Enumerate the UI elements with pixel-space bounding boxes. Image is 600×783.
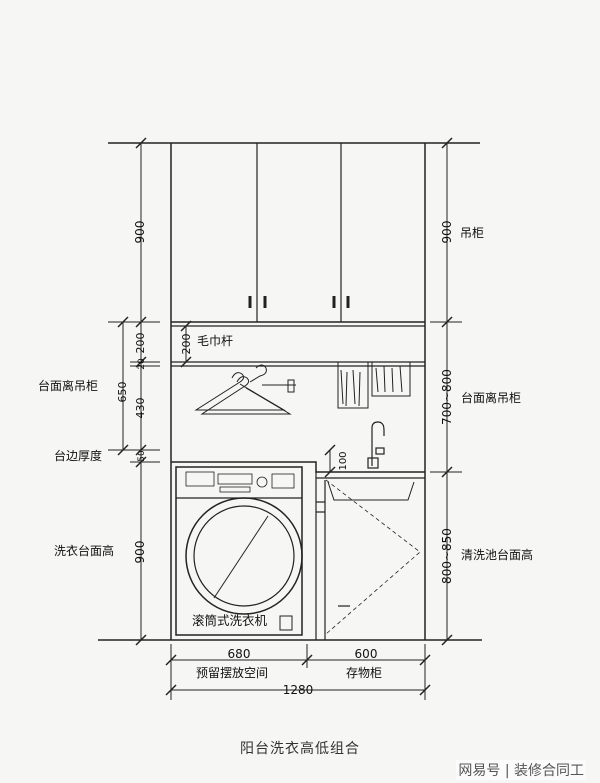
wall-cabinet — [171, 143, 425, 327]
sink-basin — [327, 481, 415, 501]
washing-machine — [175, 466, 303, 636]
dim-bottom-1280: 1280 — [283, 683, 314, 697]
bottom-dimension-chain — [165, 644, 431, 700]
dim-left-900-bottom: 900 — [133, 541, 147, 564]
label-sink-counter-height: 清洗池台面高 — [461, 548, 534, 562]
towel-rod-shelf — [171, 361, 425, 367]
towel-rod-dimension — [180, 320, 192, 368]
dim-right-900-top: 900 — [440, 221, 454, 244]
faucet-dimension — [324, 444, 336, 478]
left-dimension-chain — [98, 137, 160, 646]
storage-cabinet — [316, 479, 421, 640]
watermark: 网易号 | 装修合同工 — [456, 760, 586, 780]
label-reserved-space: 预留摆放空间 — [196, 666, 269, 680]
dim-faucet-100: 100 — [338, 451, 349, 470]
dim-left-20: 20 — [137, 358, 147, 370]
label-counter-to-wall-cabinet-right: 台面离吊柜 — [461, 391, 522, 405]
dim-bottom-680: 680 — [228, 647, 251, 661]
label-storage-cabinet: 存物柜 — [346, 666, 383, 680]
label-counter-to-wall-cabinet-left: 台面离吊柜 — [38, 379, 99, 393]
dim-left-50: 50 — [137, 450, 147, 462]
dim-right-700-800: 700~800 — [440, 369, 454, 425]
dim-left-200: 200 — [134, 333, 147, 354]
cabinet-outline — [98, 142, 482, 641]
right-dimension-chain — [430, 137, 462, 646]
label-wall-cabinet: 吊柜 — [460, 226, 485, 240]
clothes-hanger-icon — [194, 364, 296, 415]
dim-left-430: 430 — [134, 398, 147, 419]
label-towel-rod: 毛巾杆 — [197, 334, 234, 348]
hanging-towel-icon — [337, 362, 411, 409]
label-counter-thickness: 台边厚度 — [54, 449, 103, 463]
dim-left-650: 650 — [116, 382, 129, 403]
label-washing-machine: 滚筒式洗衣机 — [192, 613, 268, 628]
countertop — [171, 461, 425, 640]
label-laundry-counter-height: 洗衣台面高 — [54, 544, 115, 558]
dim-bottom-600: 600 — [355, 647, 378, 661]
dim-towel-rod-200: 200 — [180, 334, 193, 355]
faucet-icon — [367, 421, 385, 469]
dim-right-800-850: 800~850 — [440, 528, 454, 584]
dim-left-900-top: 900 — [133, 221, 147, 244]
drawing-caption: 阳台洗衣高低组合 — [240, 741, 360, 757]
